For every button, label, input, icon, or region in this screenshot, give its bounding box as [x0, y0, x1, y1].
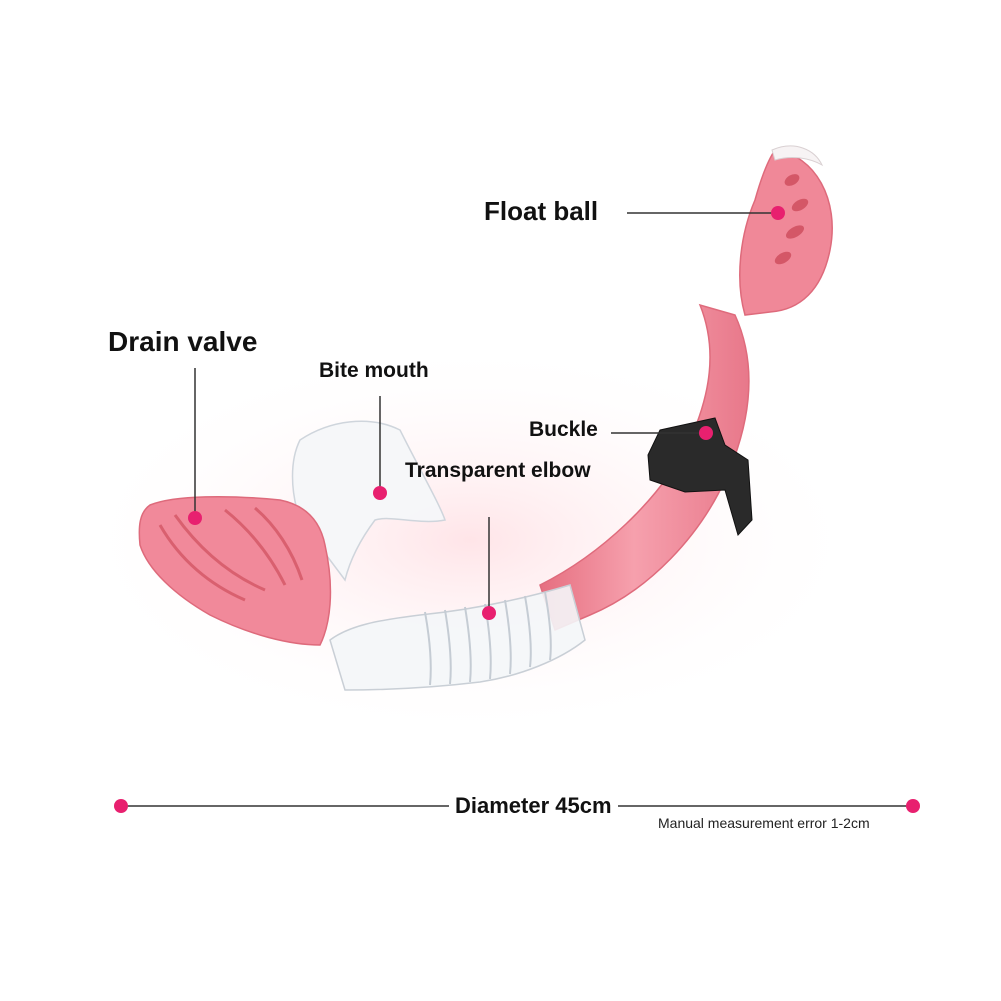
float-ball-label: Float ball: [484, 196, 599, 226]
bite-mouth-label: Bite mouth: [319, 359, 429, 382]
diameter-left-marker: [114, 799, 128, 813]
measurement-note: Manual measurement error 1-2cm: [658, 815, 870, 831]
drain-valve-label: Drain valve: [108, 326, 258, 357]
diameter-right-marker: [906, 799, 920, 813]
bite-mouth-marker: [373, 486, 387, 500]
float-ball: [739, 149, 833, 316]
elbow-ribs: [424, 591, 552, 686]
buckle-label: Buckle: [529, 418, 598, 441]
drain-valve: [138, 495, 332, 646]
buckle-clip: [647, 417, 753, 536]
transparent-elbow-label: Transparent elbow: [405, 459, 591, 482]
diameter-label: Diameter 45cm: [449, 793, 618, 819]
buckle-marker: [699, 426, 713, 440]
markers: [114, 206, 920, 813]
float-ball-cap: [771, 145, 824, 167]
float-ball-vents: [774, 174, 809, 265]
transparent-elbow: [329, 584, 586, 691]
elbow-marker: [482, 606, 496, 620]
float-ball-marker: [771, 206, 785, 220]
drain-valve-marker: [188, 511, 202, 525]
drain-valve-texture: [158, 506, 304, 602]
